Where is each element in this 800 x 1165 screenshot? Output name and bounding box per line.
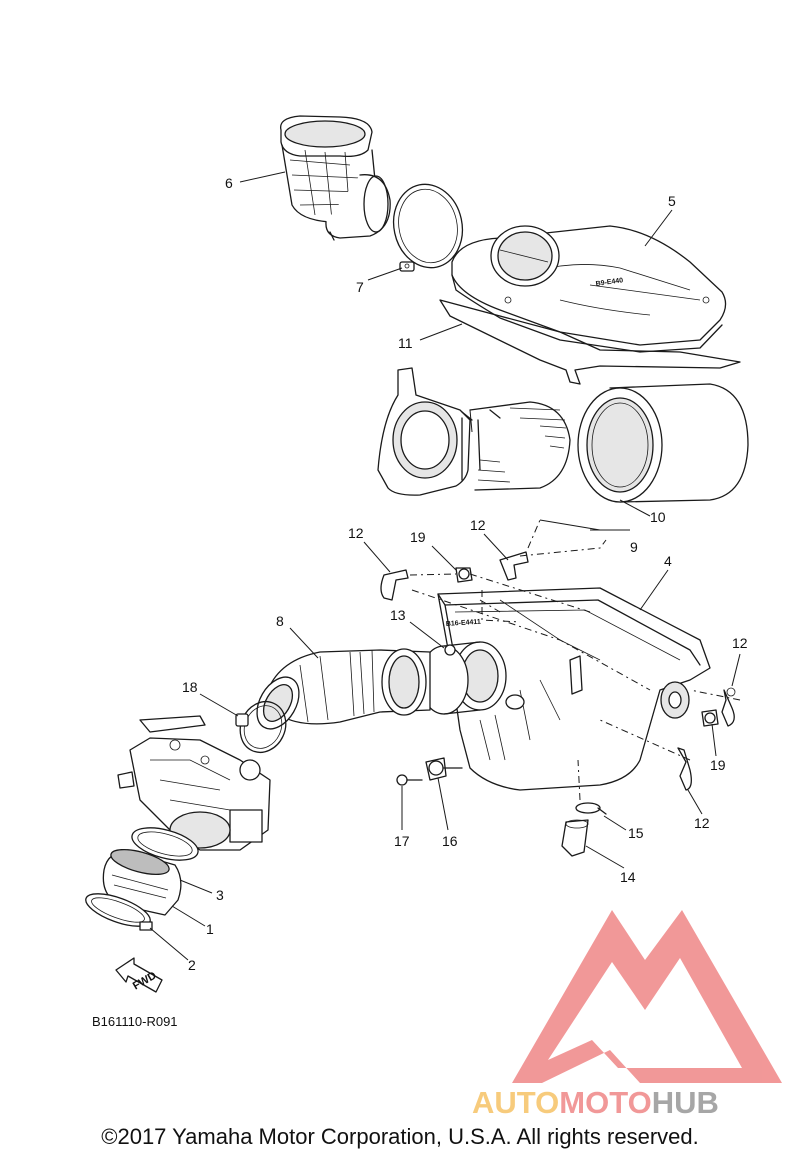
case-marking: B16-E4411 bbox=[446, 619, 482, 628]
callout-19-a: 19 bbox=[410, 529, 426, 545]
cover-marking: B9-E440 bbox=[595, 277, 623, 288]
part-12-clip-a bbox=[380, 569, 409, 601]
callout-10: 10 bbox=[650, 509, 666, 525]
part-13-joint bbox=[419, 641, 507, 715]
part-5-air-cleaner-cover: B9-E440 bbox=[451, 225, 727, 353]
part-19-bolt-b bbox=[701, 709, 719, 727]
callout-14: 14 bbox=[620, 869, 636, 885]
part-11-gasket bbox=[439, 299, 741, 385]
part-16-screw bbox=[425, 757, 463, 781]
part-17-screw bbox=[396, 774, 423, 786]
part-4-air-cleaner-case: B16-E4411 bbox=[437, 587, 711, 791]
callout-12-b: 12 bbox=[470, 517, 486, 533]
watermark-auto: AUTO bbox=[472, 1085, 559, 1120]
watermark-moto: MOTO bbox=[559, 1085, 651, 1120]
callout-2: 2 bbox=[188, 957, 196, 973]
part-3-gasket bbox=[131, 827, 199, 861]
callout-16: 16 bbox=[442, 833, 458, 849]
part-14-drain-plug bbox=[561, 819, 589, 857]
part-19-bolt-a bbox=[455, 567, 473, 583]
callout-8: 8 bbox=[276, 613, 284, 629]
part-10-filter-element bbox=[577, 383, 749, 503]
watermark-text: AUTOMOTOHUB bbox=[472, 1085, 719, 1120]
copyright-footer: ©2017 Yamaha Motor Corporation, U.S.A. A… bbox=[101, 1124, 699, 1149]
callout-17: 17 bbox=[394, 833, 410, 849]
part-18-hose-clamp bbox=[235, 701, 287, 753]
callout-1: 1 bbox=[206, 921, 214, 937]
callout-12-a: 12 bbox=[348, 525, 364, 541]
part-8-intake-hose bbox=[256, 648, 431, 730]
callout-labels: 6 7 5 11 10 9 12 19 12 4 8 13 12 18 19 1… bbox=[182, 175, 748, 973]
part-7-clamp bbox=[392, 183, 464, 272]
diagram-code: B161110-R091 bbox=[92, 1014, 178, 1029]
callout-6: 6 bbox=[225, 175, 233, 191]
callout-19-b: 19 bbox=[710, 757, 726, 773]
part-6-air-duct bbox=[279, 115, 391, 241]
part-15-clip bbox=[575, 802, 607, 815]
part-12-clip-d bbox=[677, 747, 692, 791]
part-9-filter-holder bbox=[377, 367, 571, 496]
callout-7: 7 bbox=[356, 279, 364, 295]
callout-13: 13 bbox=[390, 607, 406, 623]
part-12-clip-c bbox=[721, 687, 736, 727]
callout-4: 4 bbox=[664, 553, 672, 569]
callout-12-c: 12 bbox=[732, 635, 748, 651]
watermark-hub: HUB bbox=[652, 1085, 719, 1120]
logo-mark bbox=[512, 910, 782, 1083]
fwd-arrow: FWD bbox=[115, 957, 163, 993]
assembly-lines bbox=[409, 519, 741, 801]
callout-9: 9 bbox=[630, 539, 638, 555]
part-2-clamp bbox=[85, 893, 153, 931]
callout-11: 11 bbox=[398, 335, 413, 351]
callout-3: 3 bbox=[216, 887, 224, 903]
callout-leaders bbox=[149, 171, 741, 961]
callout-5: 5 bbox=[668, 193, 676, 209]
watermark-logo: AUTOMOTOHUB bbox=[472, 910, 782, 1120]
callout-18: 18 bbox=[182, 679, 198, 695]
callout-15: 15 bbox=[628, 825, 644, 841]
callout-12-d: 12 bbox=[694, 815, 710, 831]
